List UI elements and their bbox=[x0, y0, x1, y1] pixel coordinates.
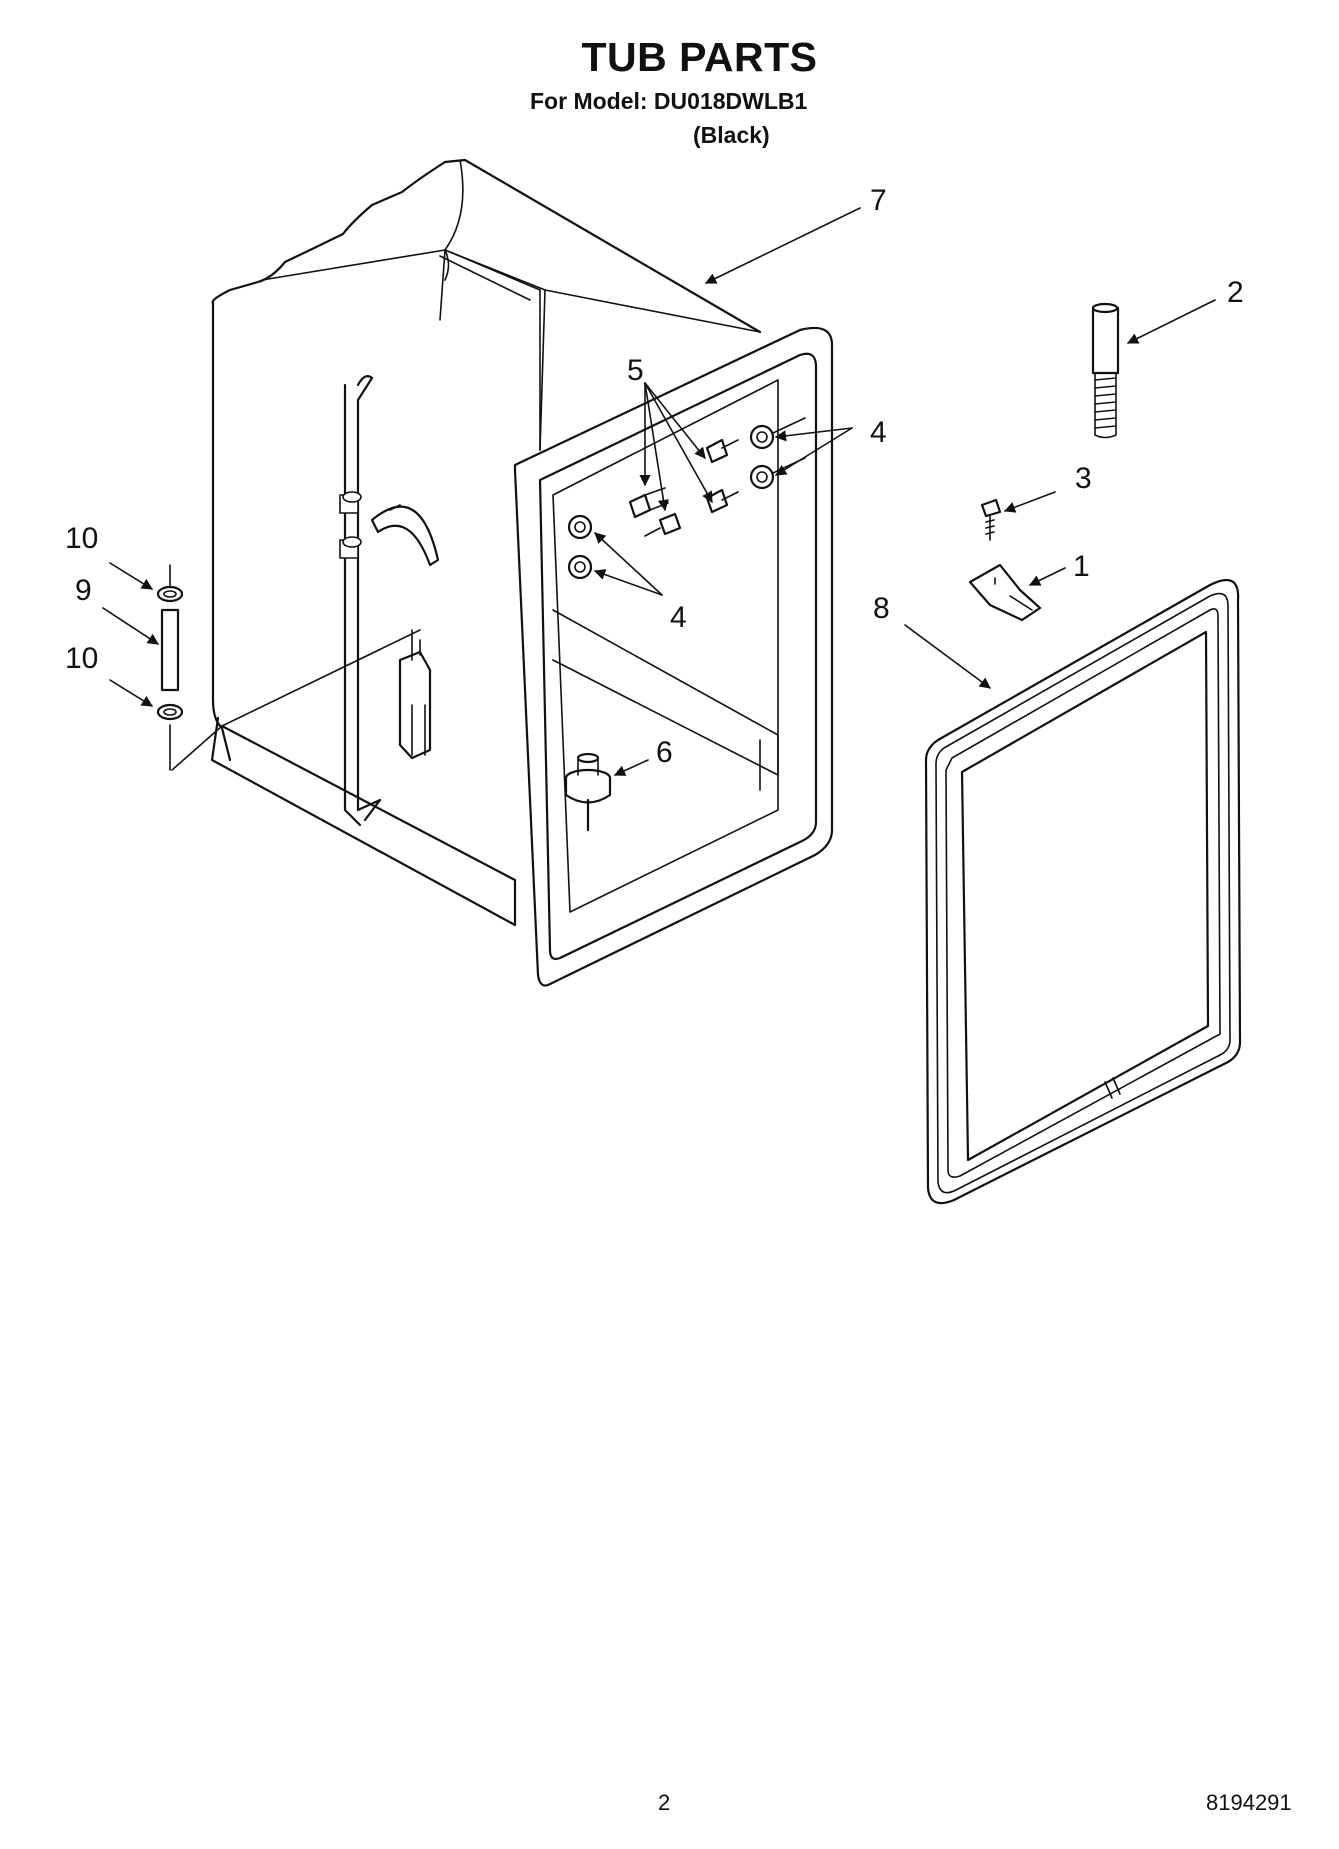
document-number: 8194291 bbox=[1206, 1790, 1292, 1815]
leveler-part-6 bbox=[564, 752, 612, 832]
callout-4-lower: 4 bbox=[670, 601, 687, 634]
stud-part-2 bbox=[1091, 302, 1120, 439]
screws-part-5 bbox=[628, 438, 739, 537]
model-variant: (Black) bbox=[693, 122, 770, 148]
callout-10-lower: 10 bbox=[65, 642, 99, 675]
tub-part-7 bbox=[210, 158, 834, 987]
page-title: TUB PARTS bbox=[581, 34, 818, 80]
callout-4-upper: 4 bbox=[870, 416, 887, 449]
callout-6: 6 bbox=[656, 736, 673, 769]
washers-part-4 bbox=[567, 417, 806, 580]
callout-8: 8 bbox=[873, 592, 890, 625]
callout-10-upper: 10 bbox=[65, 522, 99, 555]
screw-part-3 bbox=[980, 498, 1002, 541]
callout-5: 5 bbox=[627, 354, 644, 387]
tube-clamps-parts-9-10 bbox=[156, 564, 223, 771]
callout-1: 1 bbox=[1073, 550, 1090, 583]
model-line: For Model: DU018DWLB1 bbox=[530, 88, 808, 114]
bracket-part-1 bbox=[968, 563, 1042, 622]
page-number: 2 bbox=[658, 1790, 671, 1815]
callout-3: 3 bbox=[1075, 462, 1092, 495]
callout-9: 9 bbox=[75, 574, 92, 607]
callout-7: 7 bbox=[870, 184, 887, 217]
callout-2: 2 bbox=[1227, 276, 1244, 309]
leader-lines bbox=[102, 207, 1216, 776]
gasket-part-8 bbox=[924, 578, 1242, 1205]
